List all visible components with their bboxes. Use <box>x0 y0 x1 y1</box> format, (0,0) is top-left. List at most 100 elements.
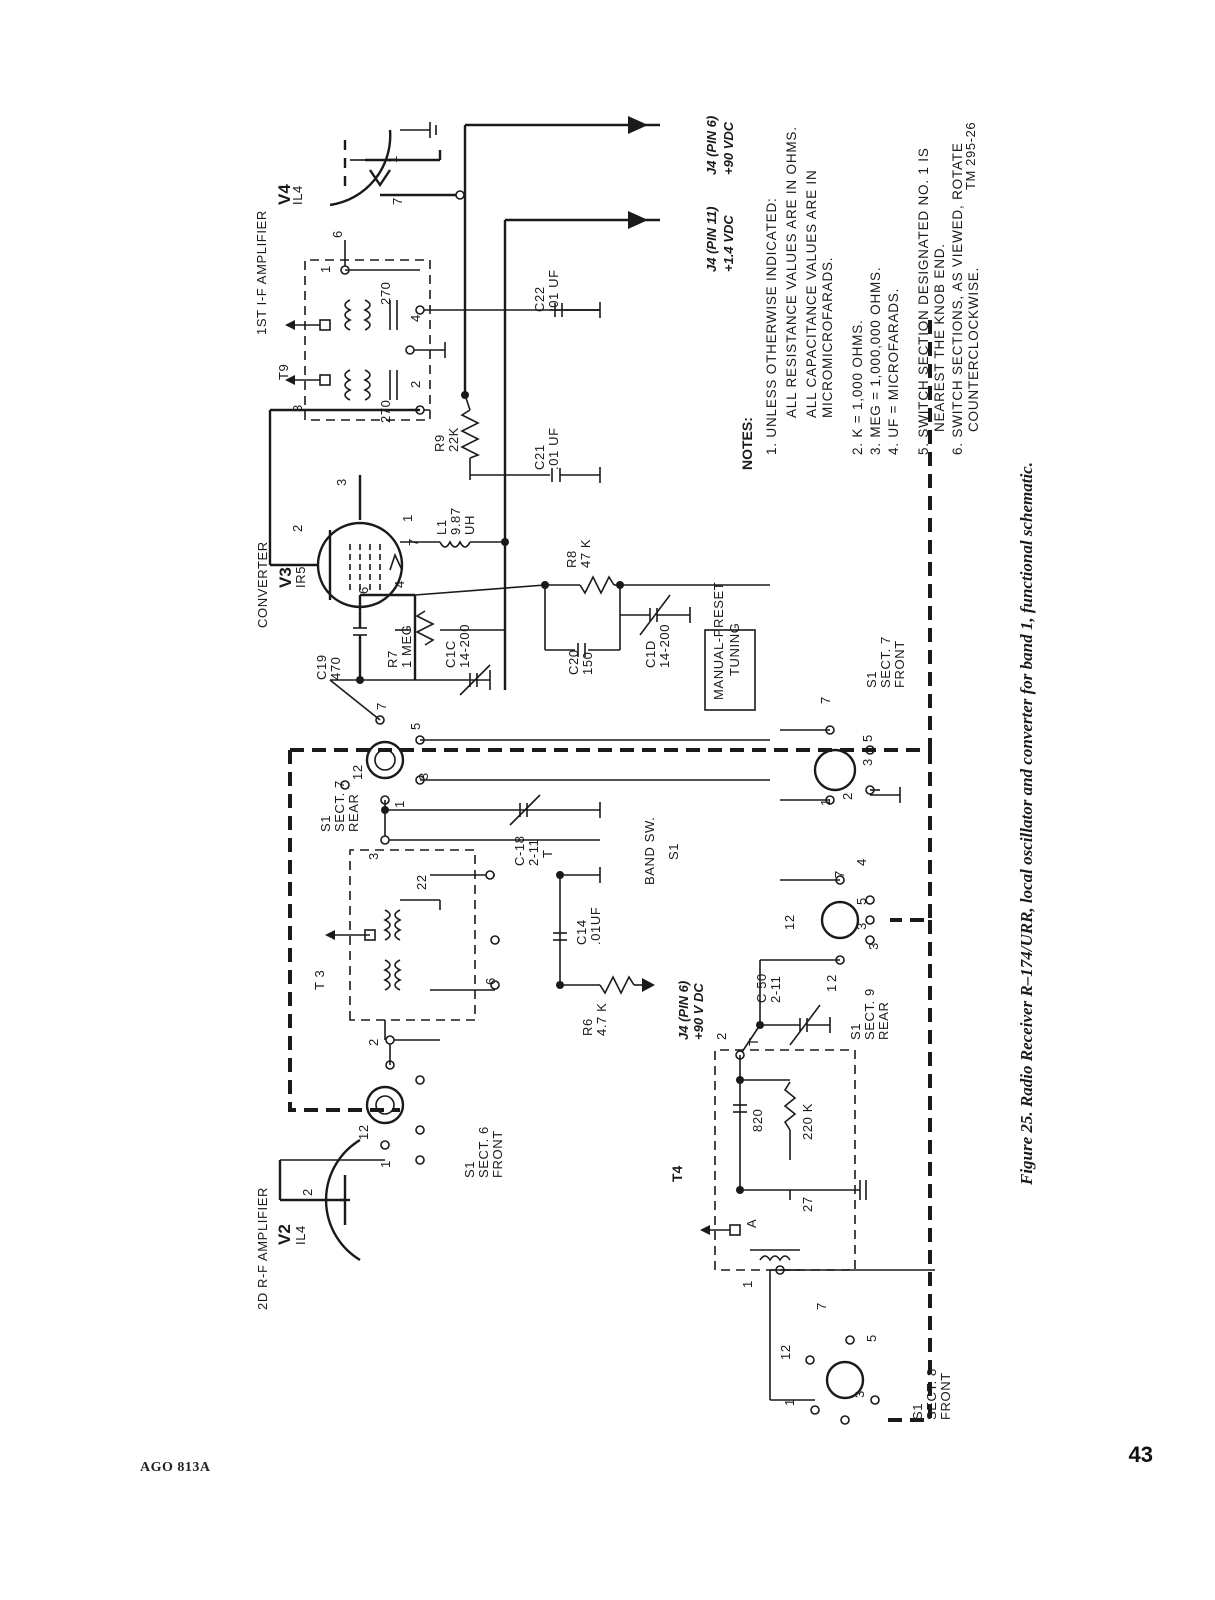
note-item: 6. SWITCH SECTIONS, AS VIEWED, ROTATE <box>950 142 965 455</box>
s1-sect7-front-line1: S1 <box>864 671 879 688</box>
s1-sect7-rear-line2: SECT. 7 <box>332 780 347 832</box>
v3-role-label: CONVERTER <box>255 541 270 628</box>
pin-label: 12 <box>350 764 365 780</box>
pin-label: 4 <box>408 314 423 322</box>
switch-s1-sect6-front <box>280 1039 440 1165</box>
c1d-value: 14-200 <box>657 624 672 668</box>
pin-label: 4 <box>854 858 869 866</box>
s1-sect6-front-line2: SECT. 6 <box>476 1126 491 1178</box>
pin-label: 2 <box>408 380 423 388</box>
notes-heading: NOTES: <box>739 417 755 470</box>
t9-ref: T9 <box>276 364 291 380</box>
resistor-r7 <box>395 542 506 646</box>
r6-ref: R6 <box>580 1018 595 1036</box>
c50-trim: T <box>746 1037 761 1046</box>
c14-ref: C14 <box>574 919 589 945</box>
pin-label: 3 <box>290 404 305 412</box>
l1-value: 9.87 <box>448 507 463 535</box>
c1d-ref: C1D <box>643 640 658 668</box>
resistor-r9 <box>460 391 480 480</box>
c22-value: .01 UF <box>546 269 561 312</box>
supply-arrow-1v4 <box>628 211 648 229</box>
s1-sect7-front-line2: SECT. 7 <box>878 636 893 688</box>
c19-ref: C19 <box>314 654 329 680</box>
s1-sect8-front-line2: SECT. 8 <box>924 1368 939 1420</box>
pin-label: 3 <box>852 1390 867 1398</box>
c21-value: .01 UF <box>546 427 561 470</box>
pin-label: 12 <box>778 1344 793 1360</box>
c18-trim: T <box>540 849 555 858</box>
pin-label: 5 <box>860 734 875 742</box>
s1-sect9-rear-line2: SECT. 9 <box>862 988 877 1040</box>
supply-rails <box>463 116 660 690</box>
pin-label: 1 <box>378 1160 393 1168</box>
capacitor-c14 <box>553 867 601 989</box>
note-item: 5. SWITCH SECTION DESIGNATED NO. 1 IS <box>916 147 931 455</box>
capacitor-c20 <box>544 585 621 657</box>
page-number: 43 <box>1128 1442 1153 1467</box>
capacitor-c1c <box>360 664 491 696</box>
pin-label: 2 <box>840 792 855 800</box>
pin-label: 3 <box>366 852 381 860</box>
document-code: AGO 813A <box>140 1460 211 1475</box>
figure-caption: Figure 25. Radio Receiver R–174/URR, loc… <box>1017 462 1036 1186</box>
pin-label: 1 <box>400 514 415 522</box>
transformer-t4 <box>700 1024 867 1275</box>
t4-cap-b: 27 <box>800 1196 815 1212</box>
pin-label: 12 <box>782 914 797 930</box>
s1-sect9-rear-line3: REAR <box>876 1001 891 1040</box>
s1-sect8-front-line1: S1 <box>910 1403 925 1420</box>
r8-value: 47 K <box>578 539 593 568</box>
pin-label: 1 <box>740 1280 755 1288</box>
c20-value: 150 <box>580 652 595 676</box>
band-sw-line2: S1 <box>666 843 681 860</box>
note-item: COUNTERCLOCKWISE. <box>966 267 981 432</box>
j4-pin6-r6-label: J4 (PIN 6) <box>676 981 691 1040</box>
note-item: ALL CAPACITANCE VALUES ARE IN <box>804 169 819 418</box>
s1-sect6-front-line1: S1 <box>462 1161 477 1178</box>
pin-label: 5 <box>854 897 869 905</box>
s1-sect8-front-line3: FRONT <box>938 1372 953 1420</box>
v4-type-label: IL4 <box>290 185 305 205</box>
note-item: 4. UF = MICROFARADS. <box>886 288 901 455</box>
t3-ref: T 3 <box>312 970 327 990</box>
r9-ref: R9 <box>432 434 447 452</box>
tm-number: TM 295-26 <box>963 122 978 190</box>
note-item: NEAREST THE KNOB END. <box>932 243 947 432</box>
v2-ref-label: V2 <box>275 1224 294 1245</box>
pin-label: 2 <box>290 524 305 532</box>
t9-cap-b: 270 <box>378 400 393 424</box>
capacitor-c22 <box>550 302 601 318</box>
band-switch-linkage <box>288 320 932 1422</box>
pin-label: 2 <box>824 974 839 982</box>
supply-arrow-90v <box>628 116 648 134</box>
pin-label: 7 <box>832 870 847 878</box>
band-sw-line1: BAND SW. <box>642 817 657 885</box>
pin-label: 1 <box>318 265 333 273</box>
r7-value: 1 MEG <box>399 625 414 668</box>
v4-ref-label: V4 <box>275 184 294 205</box>
j4-pin6-top-label: J4 (PIN 6) <box>704 116 719 175</box>
notes-block: NOTES: 1. UNLESS OTHERWISE INDICATED: AL… <box>739 126 981 470</box>
c20-ref: C20 <box>566 649 581 675</box>
pin-label: 3 <box>860 758 875 766</box>
t3-cap: 22 <box>414 874 429 890</box>
c18-ref: C-18 <box>512 835 527 866</box>
c18-value: 2-11 <box>526 839 541 866</box>
t4-res: 220 K <box>800 1103 815 1140</box>
pin-label: 7 <box>406 538 421 546</box>
j4-pin6-r6-voltage: +90 V DC <box>691 983 706 1040</box>
c19-value: 470 <box>328 657 343 681</box>
tube-v2 <box>278 1138 361 1262</box>
pin-label: 6 <box>356 586 371 594</box>
inductor-l1 <box>400 538 509 548</box>
c50-value: 2-11 <box>768 976 783 1003</box>
switch-s1-sect8-front <box>769 1269 935 1425</box>
pin-label: 3 <box>866 942 881 950</box>
pin-label: 12 <box>356 1124 371 1140</box>
c21-ref: C21 <box>532 444 547 470</box>
pin-label: 5 <box>408 722 423 730</box>
capacitor-c18 <box>381 794 601 826</box>
pin-label: 7 <box>390 197 405 205</box>
